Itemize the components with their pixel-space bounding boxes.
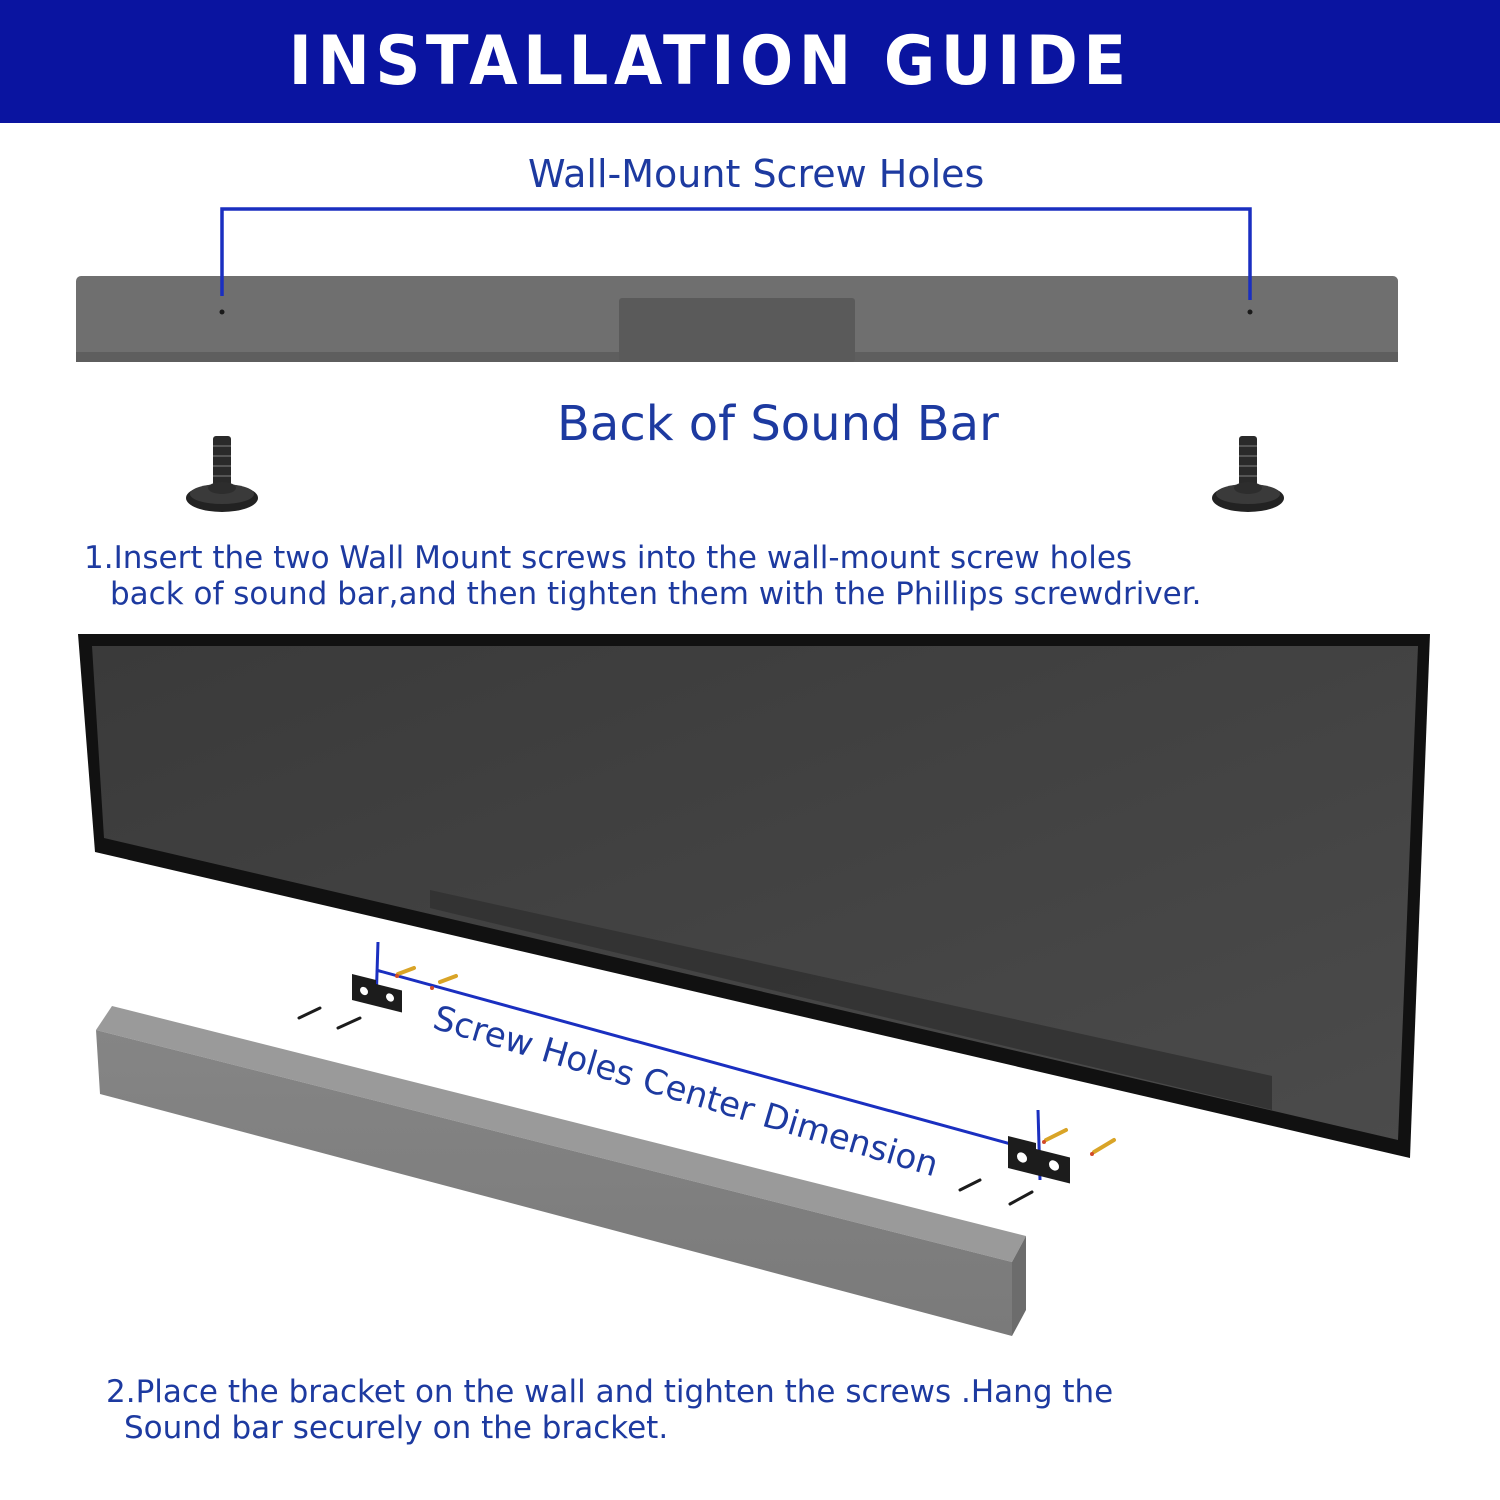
step-1-line-2: back of sound bar,and then tighten them … bbox=[110, 576, 1202, 612]
screw-icon bbox=[1212, 436, 1284, 512]
step-1-instructions: 1.Insert the two Wall Mount screws into … bbox=[84, 540, 1202, 612]
small-screw-icon bbox=[297, 1006, 1034, 1206]
wall-anchor-tip bbox=[395, 974, 1094, 1156]
step-1-line-1: 1.Insert the two Wall Mount screws into … bbox=[84, 540, 1133, 576]
header-banner: INSTALLATION GUIDE bbox=[0, 0, 1500, 123]
page-title: INSTALLATION GUIDE bbox=[288, 22, 1132, 101]
bracket-icon bbox=[352, 974, 402, 1013]
bracket-icon bbox=[1008, 1136, 1070, 1184]
screw-hole-left bbox=[219, 309, 225, 315]
step-2-line-2: Sound bar securely on the bracket. bbox=[124, 1410, 669, 1446]
soundbar-front bbox=[96, 1006, 1026, 1336]
soundbar-back bbox=[76, 276, 1398, 362]
step-2-line-1: 2.Place the bracket on the wall and tigh… bbox=[106, 1374, 1114, 1410]
screw-holes-bracket-line bbox=[220, 207, 1252, 300]
wall-anchor-icon bbox=[396, 966, 1116, 1154]
screw-icon bbox=[186, 436, 258, 512]
tv-illustration bbox=[78, 634, 1430, 1158]
soundbar-back-recess bbox=[619, 298, 855, 362]
screw-holes-label: Wall-Mount Screw Holes bbox=[528, 152, 985, 196]
back-of-sound-bar-label: Back of Sound Bar bbox=[557, 396, 999, 452]
step-2-instructions: 2.Place the bracket on the wall and tigh… bbox=[106, 1374, 1113, 1446]
screw-hole-right bbox=[1247, 309, 1253, 315]
